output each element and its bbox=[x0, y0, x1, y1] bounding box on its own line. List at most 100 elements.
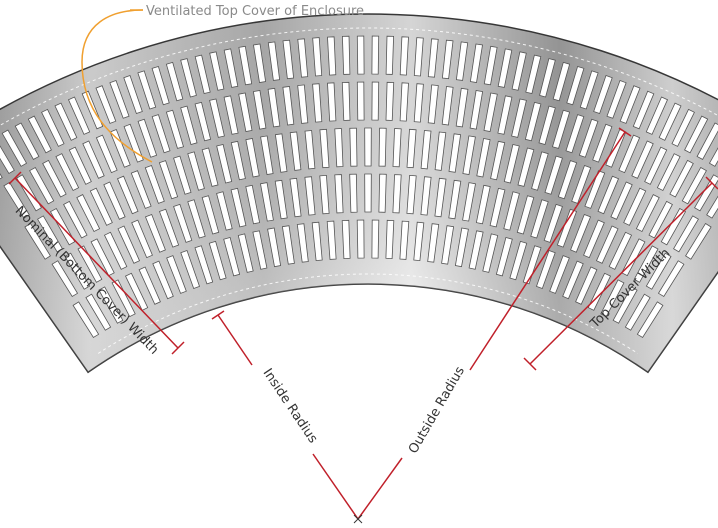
vent-slot bbox=[216, 144, 233, 184]
vent-slot bbox=[364, 173, 372, 213]
vent-slot bbox=[483, 45, 498, 86]
vent-slot bbox=[194, 54, 211, 94]
vent-slot bbox=[524, 101, 542, 142]
vent-slot bbox=[304, 176, 316, 216]
nominal-width-tick-bottom bbox=[171, 341, 185, 355]
vent-slot bbox=[434, 131, 447, 171]
vent-slot bbox=[296, 223, 309, 263]
vent-slot bbox=[237, 233, 254, 273]
vent-slot bbox=[406, 174, 417, 215]
vent-slot bbox=[633, 245, 659, 283]
vent-slot bbox=[165, 61, 184, 102]
vent-slot bbox=[289, 177, 302, 218]
vent-slot bbox=[631, 140, 654, 179]
vent-slot bbox=[27, 115, 52, 154]
vent-slot bbox=[413, 221, 425, 262]
top-cover-width-tick-top bbox=[705, 176, 718, 190]
vent-slot bbox=[420, 176, 432, 216]
vent-slot bbox=[89, 187, 113, 226]
vent-slot bbox=[187, 199, 206, 239]
vent-slot bbox=[223, 237, 241, 277]
vent-slot bbox=[327, 82, 337, 122]
vent-slot bbox=[238, 92, 253, 132]
vent-slot bbox=[618, 134, 641, 174]
vent-slot bbox=[260, 135, 274, 175]
vent-slot bbox=[282, 39, 295, 80]
vent-slot bbox=[166, 255, 187, 294]
vent-slot bbox=[64, 252, 91, 290]
vent-slot bbox=[413, 37, 424, 77]
vent-slot bbox=[238, 45, 253, 86]
vent-slot bbox=[42, 159, 67, 198]
vent-slot bbox=[282, 86, 295, 126]
vent-slot bbox=[144, 164, 165, 204]
vent-slot bbox=[385, 35, 395, 75]
vent-slot bbox=[392, 174, 402, 214]
vent-slot bbox=[0, 173, 3, 180]
radius-center-mark bbox=[353, 514, 363, 524]
vent-slot bbox=[72, 301, 100, 339]
vent-slot bbox=[117, 225, 141, 264]
vent-slot bbox=[671, 108, 695, 147]
vent-slot bbox=[578, 118, 599, 158]
vent-slot bbox=[378, 173, 387, 213]
vent-slot bbox=[583, 219, 605, 259]
vent-slot bbox=[201, 147, 219, 187]
vent-slot bbox=[98, 286, 124, 324]
vent-slot bbox=[539, 58, 556, 98]
vent-slot bbox=[252, 90, 267, 130]
vent-slot bbox=[454, 227, 469, 268]
vent-slot bbox=[230, 140, 246, 181]
vent-slot bbox=[644, 146, 668, 185]
vent-slot bbox=[681, 166, 707, 205]
vent-slot bbox=[503, 144, 520, 184]
vent-slot bbox=[571, 164, 592, 204]
vent-slot bbox=[706, 195, 718, 219]
vent-slot bbox=[579, 70, 599, 110]
vent-slot bbox=[522, 245, 542, 285]
vent-slot bbox=[490, 140, 506, 181]
vent-slot bbox=[312, 83, 323, 123]
vent-slot bbox=[708, 147, 718, 167]
vent-slot bbox=[610, 181, 633, 220]
vent-slot bbox=[1, 129, 28, 167]
vent-slot bbox=[51, 260, 79, 298]
vent-slot bbox=[274, 179, 288, 220]
vent-slot bbox=[371, 81, 380, 121]
nominal-width-tick-top bbox=[8, 171, 22, 185]
vent-slot bbox=[530, 199, 549, 239]
vent-slot bbox=[29, 166, 55, 205]
inside-radius-line-lower bbox=[312, 453, 359, 520]
vent-slot bbox=[531, 151, 549, 191]
vent-slot bbox=[341, 219, 351, 260]
vent-slot bbox=[503, 191, 520, 231]
vent-slot bbox=[341, 35, 351, 75]
cover-callout: Ventilated Top Cover of Enclosure bbox=[81, 4, 364, 163]
vent-slot bbox=[468, 230, 484, 270]
vent-slot bbox=[267, 227, 282, 268]
vent-slot bbox=[137, 118, 158, 158]
vent-slot bbox=[349, 127, 358, 167]
vent-slot bbox=[696, 122, 718, 160]
vent-slot bbox=[371, 219, 380, 259]
outside-radius-line-upper bbox=[469, 131, 626, 371]
vent-slot bbox=[378, 127, 387, 167]
vent-slot bbox=[327, 36, 337, 76]
vent-slot bbox=[612, 286, 638, 324]
vent-slot bbox=[593, 74, 613, 115]
vent-slot bbox=[509, 240, 528, 281]
vent-slot bbox=[673, 215, 699, 253]
vent-slot bbox=[455, 41, 469, 81]
vent-slot bbox=[138, 266, 161, 305]
vent-slot bbox=[441, 86, 454, 126]
vent-slot bbox=[158, 208, 180, 248]
vent-slot bbox=[144, 213, 166, 253]
vent-slot bbox=[130, 170, 152, 209]
vent-slot bbox=[63, 200, 88, 239]
vent-slot bbox=[194, 101, 212, 142]
vent-slot bbox=[230, 187, 247, 228]
vent-slot bbox=[85, 293, 112, 331]
vent-slot bbox=[260, 182, 274, 222]
